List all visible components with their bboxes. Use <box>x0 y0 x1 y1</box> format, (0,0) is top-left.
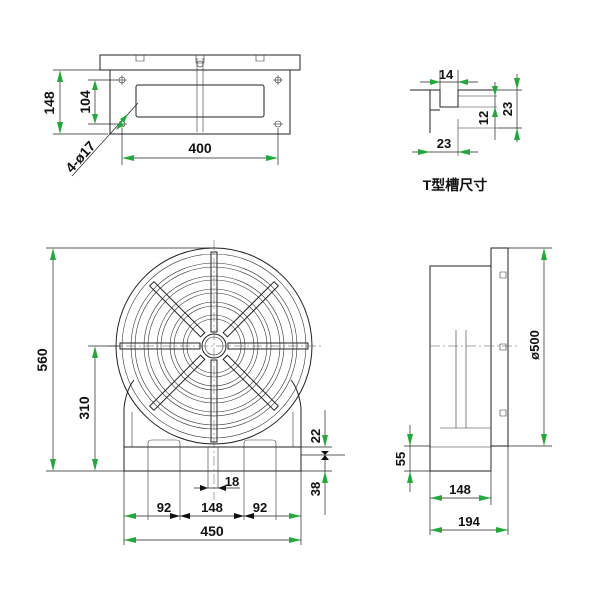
dim-148-side-label: 148 <box>449 482 471 497</box>
dim-560-label: 560 <box>34 348 50 372</box>
dim-92-right-label: 92 <box>253 500 267 515</box>
dim-23v-tslot: 23 <box>497 74 522 142</box>
hole-callout-label: 4-ø17 <box>62 138 99 176</box>
dim-148-side: 148 <box>429 471 492 535</box>
dim-560: 560 <box>34 247 214 472</box>
dim-104-top-label: 104 <box>77 90 93 114</box>
dim-92-148-92: 92 148 92 <box>123 471 302 545</box>
dim-14-tslot-label: 14 <box>439 67 454 82</box>
top-view: 148 104 4-ø17 400 <box>41 54 301 177</box>
dim-400-top-label: 400 <box>188 140 212 156</box>
dim-12-tslot: 12 <box>476 82 498 140</box>
dim-148-top-label: 148 <box>41 91 57 115</box>
dim-148-front-label: 148 <box>201 500 223 515</box>
side-view: ø500 55 148 194 <box>393 247 552 535</box>
tslot-caption: T型槽尺寸 <box>423 177 488 193</box>
dim-194: 194 <box>430 446 509 535</box>
dim-148-top: 148 <box>41 69 108 135</box>
dim-23h-tslot: 23 <box>412 136 478 155</box>
dim-18-label: 18 <box>225 474 239 489</box>
dim-23h-tslot-label: 23 <box>437 136 451 151</box>
dim-22: 22 <box>301 410 345 456</box>
dim-194-label: 194 <box>458 514 480 529</box>
dim-500-label: ø500 <box>527 330 542 360</box>
dim-23v-tslot-label: 23 <box>500 102 515 116</box>
dim-450: 450 <box>124 523 301 543</box>
dim-14-tslot: 14 <box>420 67 478 90</box>
dim-400-top: 400 <box>121 128 279 165</box>
dim-12-tslot-label: 12 <box>476 111 491 125</box>
dim-92-left-label: 92 <box>157 500 171 515</box>
dim-22-label: 22 <box>308 429 323 443</box>
front-view: 560 310 22 38 <box>34 240 345 545</box>
dim-104-top: 104 <box>77 79 118 125</box>
dim-38-label: 38 <box>308 482 323 496</box>
hole-callout: 4-ø17 <box>62 102 139 177</box>
dim-310-label: 310 <box>76 396 92 420</box>
dim-38: 38 <box>301 455 332 515</box>
dim-500: ø500 <box>508 247 552 447</box>
dim-310: 310 <box>76 345 120 471</box>
dim-18: 18 <box>194 474 240 491</box>
tslot-detail: 14 12 23 23 T型槽尺寸 <box>410 67 522 193</box>
dim-55: 55 <box>393 425 430 492</box>
dim-450-label: 450 <box>200 523 224 539</box>
dim-55-label: 55 <box>393 452 408 466</box>
